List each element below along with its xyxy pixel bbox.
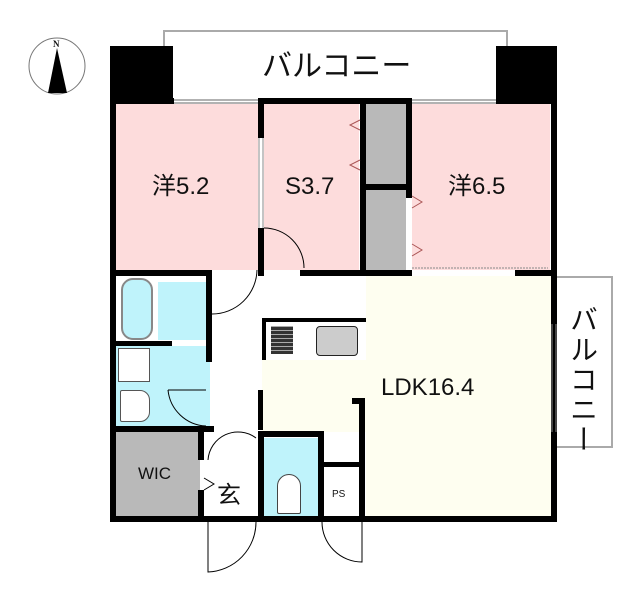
closet-lower	[366, 190, 406, 270]
wall-top-mid	[258, 98, 412, 104]
wall-room1-room2	[258, 98, 264, 138]
wall-top-left	[110, 98, 174, 104]
washing-machine-space	[118, 348, 150, 382]
wall-bath-right	[206, 270, 212, 362]
wall-kitchen-left	[258, 390, 263, 430]
washbasin	[120, 390, 150, 422]
wall-bedrooms-bottom3	[515, 270, 557, 276]
room-label-entrance: 玄	[217, 482, 241, 509]
room-western-5-2	[116, 104, 258, 270]
room-label-wic: WIC	[138, 464, 172, 483]
wall-ldk-left	[359, 398, 365, 522]
wall-bedrooms-bottom2	[300, 270, 412, 276]
room-label-ps: PS	[332, 489, 346, 500]
toilet	[277, 474, 301, 514]
bathtub	[121, 278, 153, 340]
pipe-space	[322, 466, 360, 516]
wall-room1-room2-lower	[258, 228, 264, 276]
room-label-service: S3.7	[285, 173, 335, 200]
wall-bottom	[110, 516, 557, 522]
wall-wash-bottom	[110, 426, 214, 432]
compass-icon	[28, 37, 86, 95]
balcony-top	[163, 30, 508, 100]
pillar-right	[496, 46, 557, 98]
room-service-3-7	[264, 104, 359, 270]
compass-label: N	[53, 39, 60, 49]
wall-top-right	[496, 98, 557, 104]
room-ldk-16-4	[366, 276, 552, 516]
closet-upper	[366, 104, 406, 184]
wall-closet-right	[406, 98, 412, 198]
wall-closet-mid	[360, 184, 412, 190]
stove-icon	[271, 326, 293, 354]
shower-area	[158, 282, 208, 340]
wall-wic-right	[198, 426, 204, 460]
wall-toilet-left	[258, 431, 264, 522]
wall-ps-top	[318, 462, 362, 467]
wall-bedrooms-bottom	[110, 270, 208, 276]
sink-icon	[316, 326, 358, 356]
wall-ldk-left-stub	[352, 398, 364, 404]
pillar-left	[110, 46, 173, 98]
wall-right	[551, 46, 557, 522]
wall-toilet-right	[318, 431, 324, 522]
room-label-western2: 洋6.5	[448, 173, 506, 200]
kitchen-area	[262, 360, 366, 432]
wall-bath-wash	[110, 341, 172, 346]
wall-wic-right2	[198, 490, 204, 522]
wall-toilet-top	[258, 431, 324, 437]
room-label-western1: 洋5.2	[152, 173, 210, 200]
wall-left	[110, 46, 116, 522]
balcony-top-label: バルコニー	[262, 50, 412, 83]
room-western-6-5	[412, 104, 550, 270]
room-label-ldk: LDK16.4	[381, 374, 475, 401]
balcony-right-label: バルコニー	[567, 305, 598, 455]
walk-in-closet	[116, 432, 200, 516]
balcony-right	[555, 276, 613, 448]
